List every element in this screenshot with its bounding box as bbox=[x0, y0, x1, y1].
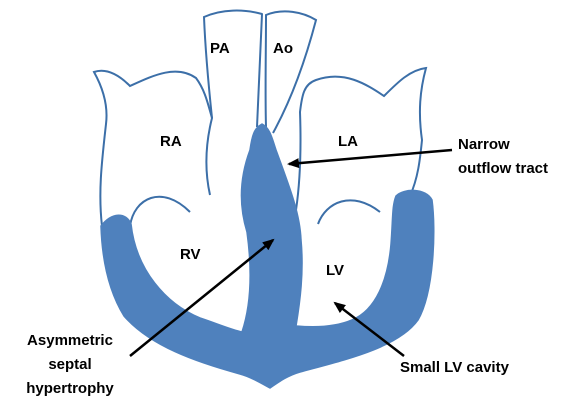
right-atrium-outline bbox=[94, 71, 212, 226]
annotation-septal-line1: Asymmetric bbox=[14, 329, 126, 353]
ventricular-wall bbox=[101, 124, 434, 388]
annotation-septal-line3: hypertrophy bbox=[14, 377, 126, 401]
annotation-narrow-outflow-line1: Narrow bbox=[458, 133, 548, 157]
annotation-narrow-outflow-line2: outflow tract bbox=[458, 157, 548, 181]
annotation-small-lv-cavity: Small LV cavity bbox=[400, 356, 509, 380]
label-ao: Ao bbox=[273, 40, 293, 57]
pulmonary-artery-outline bbox=[204, 11, 262, 127]
aorta-outline bbox=[266, 11, 316, 133]
mitral-valve bbox=[318, 200, 380, 224]
annotation-narrow-outflow: Narrow outflow tract bbox=[458, 133, 548, 181]
label-la: LA bbox=[338, 133, 358, 150]
label-rv: RV bbox=[180, 246, 201, 263]
label-lv: LV bbox=[326, 262, 344, 279]
outflow-tract-arrow bbox=[289, 150, 452, 164]
annotation-septal-line2: septal bbox=[14, 353, 126, 377]
left-atrium-outline bbox=[296, 68, 426, 210]
label-ra: RA bbox=[160, 133, 182, 150]
annotation-septal-hypertrophy: Asymmetric septal hypertrophy bbox=[14, 329, 126, 401]
tricuspid-valve bbox=[130, 197, 190, 226]
label-pa: PA bbox=[210, 40, 230, 57]
